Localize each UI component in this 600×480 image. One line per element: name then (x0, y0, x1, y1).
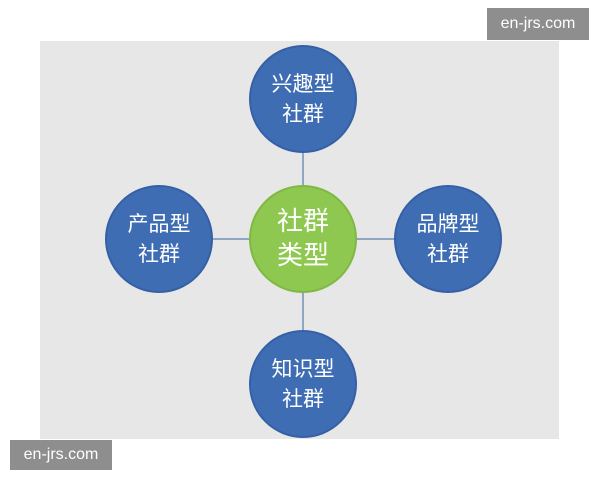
connector-right (355, 238, 397, 240)
connector-top (302, 151, 304, 187)
connector-bottom (302, 290, 304, 330)
node-knowledge-line1: 知识型 (271, 357, 335, 381)
node-interest-line2: 社群 (282, 102, 324, 126)
node-brand-line2: 社群 (427, 242, 469, 266)
node-product-line2: 社群 (138, 242, 180, 266)
node-community-types: 社群 类型 (249, 185, 357, 293)
node-product-line1: 产品型 (127, 212, 191, 236)
node-knowledge-community: 知识型 社群 (249, 330, 357, 438)
watermark-top-right: en-jrs.com (487, 8, 589, 40)
node-interest-line1: 兴趣型 (271, 72, 335, 96)
node-knowledge-line2: 社群 (282, 387, 324, 411)
watermark-bottom-left: en-jrs.com (10, 440, 112, 470)
node-center-line2: 类型 (276, 241, 329, 271)
node-product-community: 产品型 社群 (105, 185, 213, 293)
node-center-line1: 社群 (276, 207, 329, 237)
node-brand-line1: 品牌型 (416, 212, 480, 236)
node-interest-community: 兴趣型 社群 (249, 45, 357, 153)
node-brand-community: 品牌型 社群 (394, 185, 502, 293)
connector-left (211, 238, 251, 240)
